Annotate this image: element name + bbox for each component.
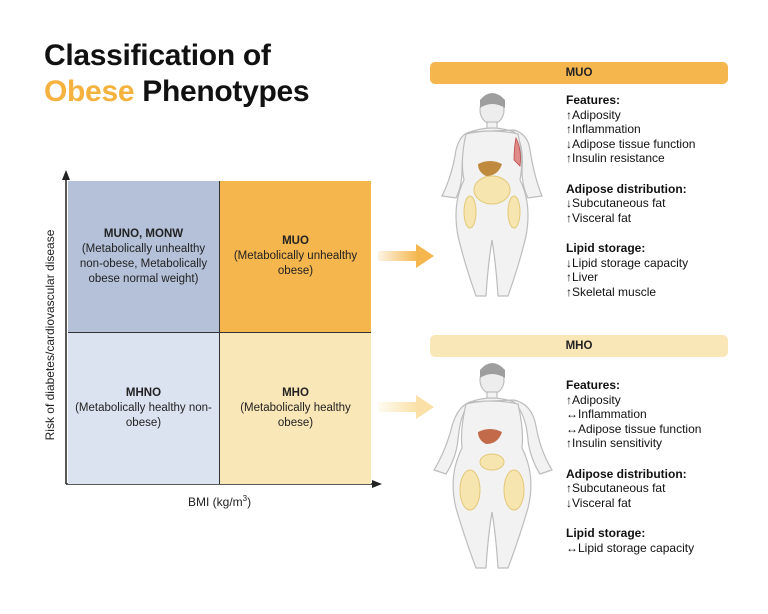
muo-fat-deposits [463,175,521,229]
quadrant-muo-name: MUO [282,235,309,247]
quadrant-mho-name: MHO [282,387,309,399]
title-rest: Phenotypes [134,75,310,108]
mho-distribution-section: Adipose distribution: ↑Subcutaneous fat … [566,467,701,511]
mho-feature-item: ↑Adiposity [566,392,621,407]
mho-feature-item: ↑Insulin sensitivity [566,436,663,450]
y-axis-label: Risk of diabetes/cardiovascular disease [43,229,57,441]
muo-panel-header: MUO [430,62,728,84]
muo-features-title: Features: [566,93,621,107]
x-axis-label-sup: 3 [242,494,248,503]
mho-distribution-title: Adipose distribution: [566,466,687,481]
mho-body-figure [433,363,553,569]
mho-liver-icon [478,429,502,444]
mho-lipid-section: Lipid storage: ↔Lipid storage capacity [566,526,701,555]
title-line-1: Classification of [44,39,271,72]
page-title: Classification of Obese Phenotypes [44,38,310,110]
arrow-to-muo [378,244,434,268]
muo-panel: Features: ↑Adiposity ↑Inflammation ↓Adip… [566,93,695,315]
quadrant-muno-name: MUNO, MONW [103,227,184,240]
muo-muscle-icon [513,136,521,167]
muo-lipid-item: ↑Skeletal muscle [566,284,657,299]
title-highlight: Obese [44,75,135,108]
mho-lipid-item: ↔Lipid storage capacity [566,540,695,555]
quadrant-mho: MHO (Metabolically healthy obese) [220,333,371,484]
muo-distribution-title: Adipose distribution: [566,181,687,196]
muo-lipid-section: Lipid storage: ↓Lipid storage capacity ↑… [566,241,695,299]
muo-lipid-title: Lipid storage: [566,241,646,255]
y-axis [62,170,70,484]
muo-lipid-item: ↑Liver [566,270,599,284]
muo-feature-item: ↓Adipose tissue function [566,136,696,151]
x-axis-label-text: BMI (kg/m [188,495,243,509]
muo-features-section: Features: ↑Adiposity ↑Inflammation ↓Adip… [566,93,695,166]
muo-distribution-item: ↑Visceral fat [566,210,632,225]
muo-distribution-section: Adipose distribution: ↓Subcutaneous fat … [566,182,695,226]
mho-feature-item: ↔Inflammation [566,407,647,421]
mho-feature-item: ↔Adipose tissue function [566,421,702,436]
mho-panel: Features: ↑Adiposity ↔Inflammation ↔Adip… [566,378,701,571]
muo-feature-item: ↑Insulin resistance [566,151,665,165]
title-line-2: Obese Phenotypes [44,74,310,110]
quadrant-muo: MUO (Metabolically unhealthy obese) [220,181,371,332]
muo-body-figure [441,93,543,297]
mho-fat-deposits [459,453,525,511]
quadrant-mho-desc: (Metabolically healthy obese) [240,402,351,429]
x-axis-label-close: ) [247,495,252,509]
mho-features-section: Features: ↑Adiposity ↔Inflammation ↔Adip… [566,378,701,451]
mho-panel-header: MHO [430,335,728,357]
quadrant-muo-desc: (Metabolically unhealthy obese) [233,250,358,277]
quadrant-mhno-desc: (Metabolically healthy non-obese) [75,402,212,429]
muo-lipid-item: ↓Lipid storage capacity [566,255,689,270]
quadrant-muno-desc: (Metabolically unhealthy non-obese, Meta… [79,242,208,285]
mho-features-title: Features: [566,378,621,392]
mho-distribution-item: ↑Subcutaneous fat [566,481,666,495]
muo-liver-icon [478,161,502,176]
quadrant-mhno-name: MHNO [125,387,162,399]
muo-feature-item: ↑Adiposity [566,107,621,122]
mho-distribution-item: ↓Visceral fat [566,495,632,510]
quadrant-mhno: MHNO (Metabolically healthy non-obese) [68,333,219,484]
muo-distribution-item: ↓Subcutaneous fat [566,196,666,210]
x-axis-label: BMI (kg/m3) [188,494,251,509]
mho-lipid-title: Lipid storage: [566,526,646,540]
muo-feature-item: ↑Inflammation [566,122,641,136]
arrow-to-mho [378,395,434,419]
quadrant-muno: MUNO, MONW (Metabolically unhealthy non-… [68,181,219,332]
